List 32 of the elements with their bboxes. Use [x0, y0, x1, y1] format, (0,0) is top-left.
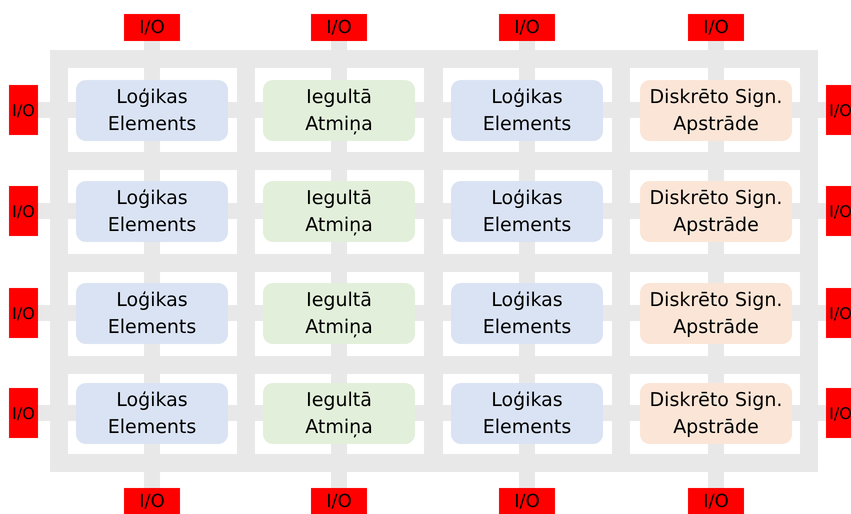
- logic-block: Iegultā Atmiņa: [263, 80, 415, 141]
- io-pad: I/O: [9, 186, 38, 236]
- logic-block: Loģikas Elements: [451, 283, 603, 344]
- io-pad: I/O: [9, 85, 38, 135]
- logic-block: Iegultā Atmiņa: [263, 181, 415, 242]
- logic-block: Loģikas Elements: [451, 383, 603, 444]
- io-pad: I/O: [688, 488, 744, 514]
- logic-block: Diskrēto Sign. Apstrāde: [640, 80, 792, 141]
- logic-block: Loģikas Elements: [76, 181, 228, 242]
- logic-block: Iegultā Atmiņa: [263, 383, 415, 444]
- io-pad: I/O: [826, 186, 851, 236]
- io-pad: I/O: [499, 14, 555, 41]
- io-pad: I/O: [826, 85, 851, 135]
- io-pad: I/O: [9, 388, 38, 438]
- io-pad: I/O: [688, 14, 744, 41]
- logic-block: Iegultā Atmiņa: [263, 283, 415, 344]
- logic-block: Diskrēto Sign. Apstrāde: [640, 283, 792, 344]
- logic-block: Loģikas Elements: [76, 80, 228, 141]
- io-pad: I/O: [9, 288, 38, 338]
- logic-block: Loģikas Elements: [76, 283, 228, 344]
- logic-block: Loģikas Elements: [451, 80, 603, 141]
- io-pad: I/O: [124, 14, 180, 41]
- io-pad: I/O: [499, 488, 555, 514]
- logic-block: Diskrēto Sign. Apstrāde: [640, 383, 792, 444]
- logic-block: Diskrēto Sign. Apstrāde: [640, 181, 792, 242]
- io-pad: I/O: [826, 288, 851, 338]
- io-pad: I/O: [124, 488, 180, 514]
- logic-block: Loģikas Elements: [451, 181, 603, 242]
- io-pad: I/O: [311, 14, 367, 41]
- io-pad: I/O: [826, 388, 851, 438]
- io-pad: I/O: [311, 488, 367, 514]
- logic-block: Loģikas Elements: [76, 383, 228, 444]
